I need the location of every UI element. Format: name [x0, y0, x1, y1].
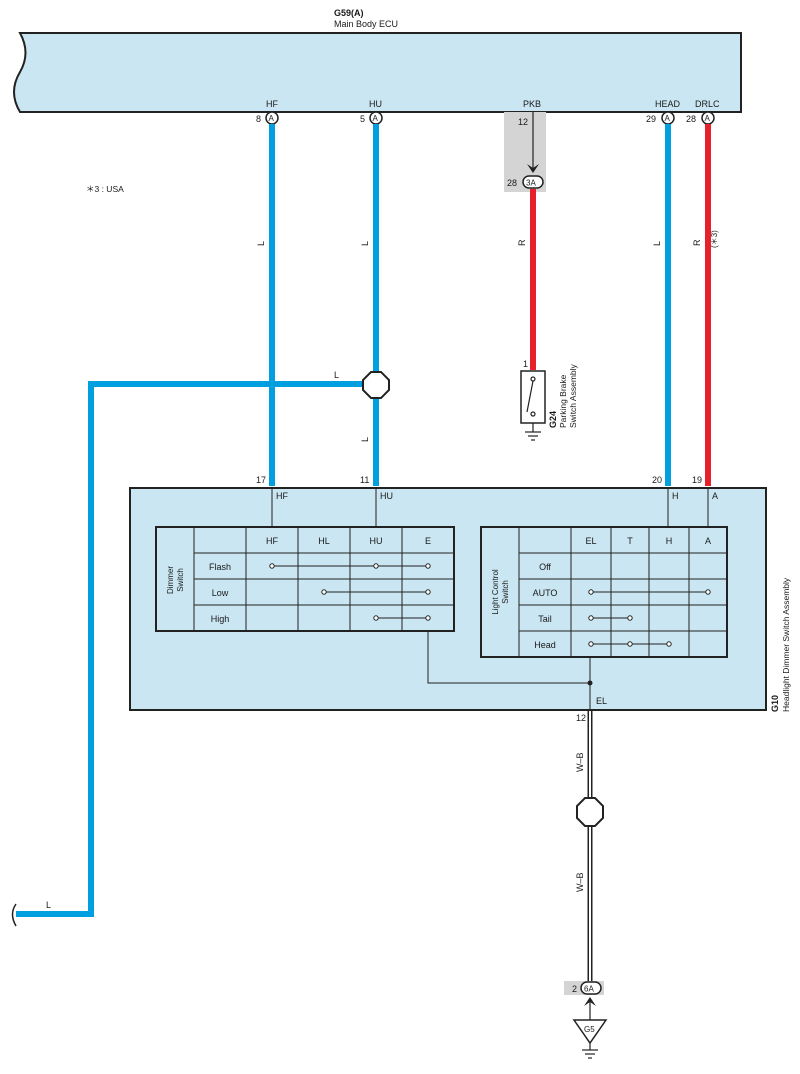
- lc-col-a: A: [705, 536, 711, 546]
- ecu-pin-label-hu: HU: [369, 99, 382, 109]
- dimmer-switch-table: Dimmer Switch HF HL HU E Flash Low High: [155, 526, 455, 632]
- dimmer-title-2: Switch: [176, 568, 185, 592]
- g24-pin-num: 1: [523, 359, 528, 369]
- wire-label-pkb: R: [517, 239, 527, 246]
- arrow-down-icon: [527, 164, 539, 173]
- ecu-pin-label-drlc: DRLC: [695, 99, 720, 109]
- lc-row-head: Head: [534, 640, 556, 650]
- wire-label-ground-lower: W–B: [575, 872, 585, 892]
- dimmer-col-e: E: [425, 536, 431, 546]
- pkb-connector-3a: 12 3A 28: [504, 112, 546, 192]
- conn-3a-pin: 28: [507, 178, 517, 188]
- g10-pin-num-17: 17: [256, 475, 266, 485]
- wire-label-head: L: [652, 241, 662, 246]
- lc-col-el: EL: [585, 536, 596, 546]
- wire-break-mark: [11, 903, 17, 927]
- g10-pin-label-hu: HU: [380, 491, 393, 501]
- light-control-continuity: [588, 589, 711, 647]
- dimmer-row-high: High: [211, 614, 230, 624]
- ecu-pin-num-hf: 8: [256, 114, 261, 124]
- wire-branch-left: [16, 381, 364, 917]
- pkb-pin-num: 12: [518, 117, 528, 127]
- dimmer-col-hf: HF: [266, 536, 278, 546]
- conn-letter-hu: A: [373, 114, 379, 123]
- dimmer-continuity: [269, 563, 431, 621]
- wire-label-drlc-note: (＊3): [710, 230, 719, 248]
- wire-label-hf: L: [256, 241, 266, 246]
- conn-6a-label: 6A: [584, 985, 594, 994]
- ecu-connectors: 8 A 5 A 29 A 28 A: [256, 111, 715, 125]
- ecu-pin-label-pkb: PKB: [523, 99, 541, 109]
- dimmer-title-1: Dimmer: [166, 566, 175, 594]
- conn-6a-pin: 2: [572, 984, 577, 994]
- splice-junction-ground: [576, 797, 604, 827]
- wire-label-hu-lower: L: [360, 437, 370, 442]
- ecu-pin-num-hu: 5: [360, 114, 365, 124]
- g10-pin-num-19: 19: [692, 475, 702, 485]
- arrow-up-icon: [584, 997, 596, 1006]
- lc-row-tail: Tail: [538, 614, 552, 624]
- g10-code: G10: [770, 695, 780, 712]
- g10-pin-num-12: 12: [576, 713, 586, 723]
- lc-col-h: H: [666, 536, 673, 546]
- conn-3a-label: 3A: [526, 179, 536, 188]
- dimmer-col-hl: HL: [318, 536, 330, 546]
- lc-row-auto: AUTO: [533, 588, 558, 598]
- ground-symbol-icon: [525, 431, 541, 441]
- g24-code: G24: [548, 411, 558, 428]
- g10-pin-num-11: 11: [360, 475, 369, 485]
- conn-letter-drlc: A: [705, 114, 711, 123]
- dimmer-row-low: Low: [212, 588, 229, 598]
- light-control-title-2: Switch: [501, 580, 510, 604]
- lc-row-off: Off: [539, 562, 551, 572]
- light-control-title-1: Light Control: [491, 569, 500, 615]
- g24-name-1: Parking Brake: [558, 374, 568, 428]
- headlight-dimmer-switch-assembly: 17 11 20 19 HF HU H A Dimmer Switch HF H: [129, 475, 791, 723]
- ground-connector-6a: 2 6A: [564, 981, 604, 1020]
- ecu-pin-num-head: 29: [646, 114, 656, 124]
- g10-name: Headlight Dimmer Switch Assembly: [781, 577, 791, 712]
- wires: [11, 124, 711, 982]
- conn-letter-head: A: [665, 114, 671, 123]
- wire-label-branch: L: [334, 370, 339, 380]
- ground-triangle-icon: [572, 1019, 608, 1045]
- g5-code: G5: [584, 1025, 595, 1034]
- wire-label-hu-upper: L: [360, 241, 370, 246]
- usa-note: ＊3 : USA: [86, 184, 124, 194]
- ecu-code: G59(A): [334, 8, 364, 18]
- junction-dot: [587, 680, 593, 686]
- wire-label-drlc: R: [692, 239, 702, 246]
- dimmer-row-flash: Flash: [209, 562, 231, 572]
- splice-junction-hu: [362, 371, 390, 399]
- main-body-ecu: G59(A) Main Body ECU HF HU PKB HEAD DRLC: [13, 8, 742, 113]
- parking-brake-switch: 1 G24 Parking Brake Switch Assembly: [520, 359, 578, 441]
- g10-pin-num-20: 20: [652, 475, 662, 485]
- light-control-switch-table: Light Control Switch EL T H A Off AUTO T…: [480, 526, 728, 658]
- conn-letter-hf: A: [269, 114, 275, 123]
- g10-pin-label-a: A: [712, 491, 718, 501]
- ground-point-g5: G5: [572, 1019, 608, 1059]
- dimmer-col-hu: HU: [370, 536, 383, 546]
- g24-name-2: Switch Assembly: [568, 363, 578, 428]
- wire-labels: L L L L L R L R (＊3) W–B W–B: [46, 230, 719, 910]
- ecu-pin-num-drlc: 28: [686, 114, 696, 124]
- ground-symbol-icon: [582, 1049, 598, 1059]
- ecu-pin-label-hf: HF: [266, 99, 278, 109]
- wire-label-ground-upper: W–B: [575, 752, 585, 772]
- ecu-name: Main Body ECU: [334, 19, 398, 29]
- g10-pin-label-h: H: [672, 491, 679, 501]
- g10-pin-label-hf: HF: [276, 491, 288, 501]
- g10-pin-label-el: EL: [596, 696, 607, 706]
- ecu-pin-label-head: HEAD: [655, 99, 681, 109]
- wire-label-left-return: L: [46, 900, 51, 910]
- lc-col-t: T: [627, 536, 633, 546]
